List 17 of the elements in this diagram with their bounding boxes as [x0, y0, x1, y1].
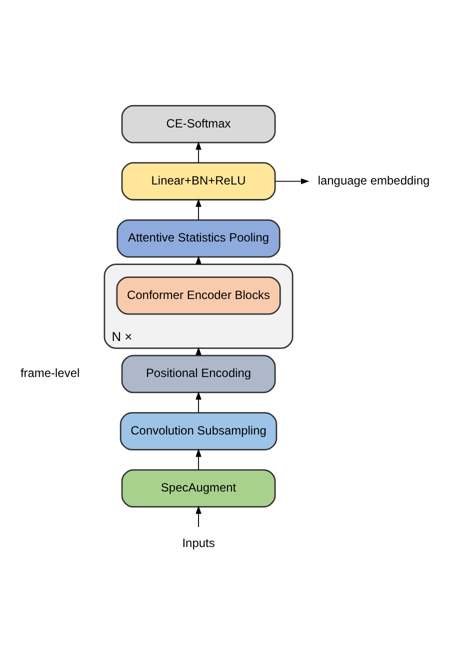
node-box: Convolution Subsampling	[120, 412, 278, 450]
node-text: language embedding	[318, 173, 430, 188]
arrow	[196, 198, 202, 220]
node-box: Attentive Statistics Pooling	[116, 219, 280, 258]
node-box: SpecAugment	[121, 469, 276, 508]
arrow	[196, 506, 202, 528]
label: frame-level	[20, 366, 80, 380]
node-text: Inputs	[182, 536, 215, 550]
arrow	[196, 256, 202, 265]
node-box: CE-Softmax	[121, 105, 276, 144]
arrow	[196, 391, 202, 413]
node-box: Linear+BN+ReLU	[121, 162, 276, 200]
arrow	[196, 346, 202, 356]
node-box: Conformer Encoder Blocks	[116, 276, 281, 315]
arrow	[196, 141, 202, 164]
arrow	[274, 178, 310, 184]
arrow	[196, 448, 202, 470]
